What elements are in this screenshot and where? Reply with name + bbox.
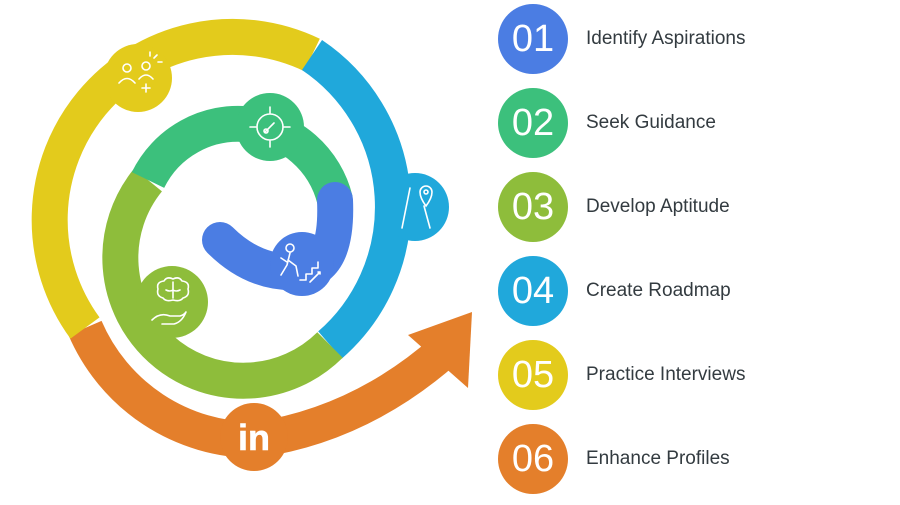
step-1: 01 Identify Aspirations — [498, 3, 878, 75]
step-2: 02 Seek Guidance — [498, 87, 878, 159]
step-label: Enhance Profiles — [586, 448, 730, 469]
step-label: Identify Aspirations — [586, 28, 746, 49]
spiral-diagram: in — [31, 18, 472, 471]
linkedin-icon-text: in — [238, 417, 270, 458]
step-3: 03 Develop Aptitude — [498, 171, 878, 243]
linkedin-icon: in — [220, 403, 288, 471]
step-label: Develop Aptitude — [586, 196, 730, 217]
step-4: 04 Create Roadmap — [498, 255, 878, 327]
step-6: 06 Enhance Profiles — [498, 423, 878, 495]
step-number-badge: 05 — [498, 340, 568, 410]
interview-people-icon — [104, 44, 172, 112]
step-number-badge: 02 — [498, 88, 568, 158]
step-label: Create Roadmap — [586, 280, 731, 301]
step-label: Seek Guidance — [586, 112, 716, 133]
arrow-head — [408, 312, 472, 388]
step-number-badge: 01 — [498, 4, 568, 74]
step-number-badge: 04 — [498, 256, 568, 326]
step-label: Practice Interviews — [586, 364, 746, 385]
compass-target-icon — [236, 93, 304, 161]
road-pin-icon — [381, 173, 449, 241]
step-number-badge: 03 — [498, 172, 568, 242]
step-5: 05 Practice Interviews — [498, 339, 878, 411]
spiral-segment-yellow — [31, 18, 320, 339]
climbing-stairs-icon — [270, 232, 334, 296]
step-number-badge: 06 — [498, 424, 568, 494]
spiral-segment-lime — [102, 168, 343, 399]
brain-hand-icon — [136, 266, 208, 338]
